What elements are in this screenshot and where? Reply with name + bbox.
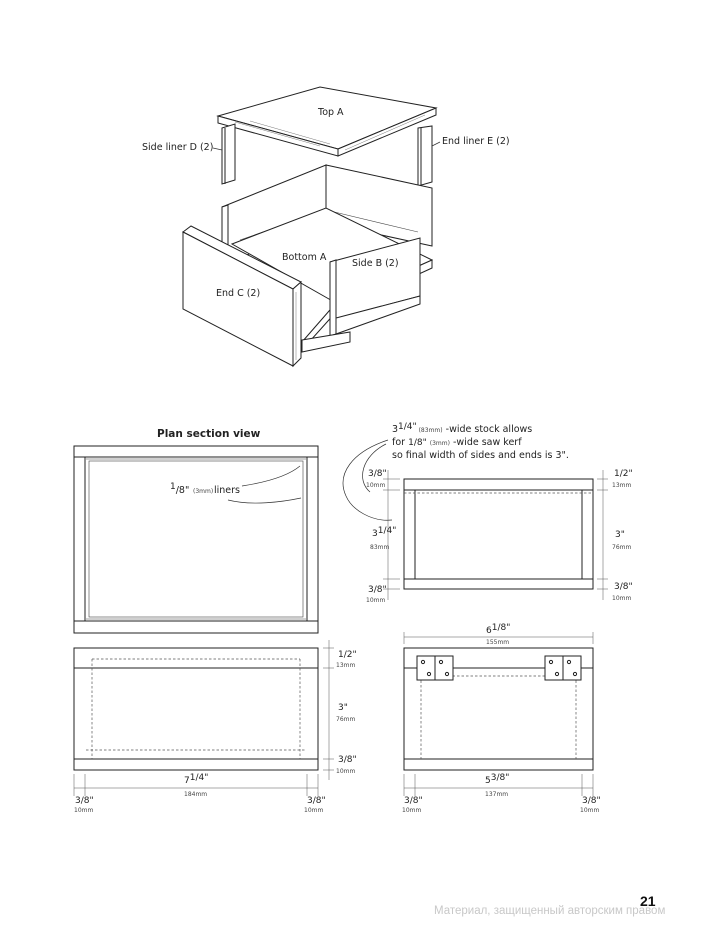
plan-section-title: Plan section view [157, 428, 261, 440]
svg-text:liners: liners [214, 485, 240, 496]
svg-text:10mm: 10mm [304, 807, 323, 814]
svg-text:3/8": 3/8" [614, 582, 633, 592]
bottom-front-edge [301, 331, 351, 353]
label-bottom-a: Bottom A [282, 252, 327, 263]
end-elevation-view [403, 647, 594, 771]
liners-arrow-top [241, 465, 301, 487]
label-side-b: Side B (2) [352, 258, 399, 269]
end-section-view [403, 478, 594, 590]
plan-liners-note: 1/8" (3mm) liners [170, 465, 302, 504]
end-elev-dims-top: 61/8" 155mm [403, 623, 594, 646]
end-liner-e [417, 125, 433, 187]
svg-text:3": 3" [338, 703, 348, 713]
label-top-a: Top A [317, 107, 344, 118]
end-liner-leader [431, 141, 441, 147]
svg-text:76mm: 76mm [336, 716, 355, 723]
svg-text:for 1/8" (3mm) -wide saw kerf: for 1/8" (3mm) -wide saw kerf [392, 437, 522, 448]
svg-text:1/8": 1/8" [170, 482, 189, 496]
svg-text:13mm: 13mm [336, 662, 355, 669]
svg-text:184mm: 184mm [184, 791, 207, 798]
label-end-c: End C (2) [216, 288, 260, 299]
svg-text:(3mm): (3mm) [193, 488, 213, 495]
plan-section-view [73, 445, 319, 634]
end-elev-dims-bottom: 53/8" 137mm 3/8" 10mm 3/8" 10mm [402, 773, 601, 814]
top-a-panel [216, 86, 438, 157]
svg-text:71/4": 71/4" [184, 773, 208, 786]
end-section-dims-left: 3/8" 10mm 31/4" 83mm 3/8" 10mm [366, 469, 400, 604]
label-end-liner-e: End liner E (2) [442, 136, 510, 147]
svg-text:10mm: 10mm [612, 595, 631, 602]
svg-text:3/8": 3/8" [582, 796, 601, 806]
svg-text:31/4" (83mm) -wide stock allow: 31/4" (83mm) -wide stock allows [392, 422, 532, 435]
side-elev-dims-bottom: 71/4" 184mm 3/8" 10mm 3/8" 10mm [73, 773, 326, 814]
note-leader-arrow-2 [362, 443, 387, 493]
svg-text:10mm: 10mm [366, 597, 385, 604]
svg-text:10mm: 10mm [336, 768, 355, 775]
svg-text:3/8": 3/8" [75, 796, 94, 806]
svg-text:31/4": 31/4" [372, 526, 396, 539]
note-leader-arrow [342, 439, 393, 521]
hinge-right-icon [544, 655, 582, 681]
side-b-panel [329, 237, 421, 337]
svg-text:1/2": 1/2" [614, 469, 633, 479]
page-number: 21 [640, 893, 656, 909]
svg-text:1/2": 1/2" [338, 650, 357, 660]
end-c-panel [182, 225, 302, 368]
svg-text:53/8": 53/8" [485, 773, 509, 786]
svg-text:10mm: 10mm [580, 807, 599, 814]
side-elevation-view [73, 647, 319, 771]
svg-text:155mm: 155mm [486, 639, 509, 646]
svg-text:76mm: 76mm [612, 544, 631, 551]
hinge-left-icon [416, 655, 454, 681]
svg-text:83mm: 83mm [370, 544, 389, 551]
svg-text:10mm: 10mm [366, 482, 385, 489]
exploded-view: Top A Side liner D (2) End liner E (2) [142, 86, 510, 368]
svg-text:3/8": 3/8" [338, 755, 357, 765]
copyright-watermark: Материал, защищенный авторским правом [434, 905, 666, 917]
svg-text:3": 3" [615, 530, 625, 540]
kerf-note: 31/4" (83mm) -wide stock allows for 1/8"… [342, 422, 569, 521]
liners-arrow-side [227, 497, 302, 504]
svg-text:3/8": 3/8" [404, 796, 423, 806]
label-side-liner-d: Side liner D (2) [142, 142, 213, 153]
svg-text:3/8": 3/8" [368, 469, 387, 479]
svg-text:so final width of sides and en: so final width of sides and ends is 3". [392, 450, 569, 461]
svg-text:13mm: 13mm [612, 482, 631, 489]
end-section-dims-right: 1/2" 13mm 3" 76mm 3/8" 10mm [597, 469, 633, 602]
svg-text:3/8": 3/8" [307, 796, 326, 806]
svg-text:3/8": 3/8" [368, 585, 387, 595]
svg-text:10mm: 10mm [74, 807, 93, 814]
side-liner-d [221, 123, 236, 185]
svg-text:61/8": 61/8" [486, 623, 510, 636]
svg-text:137mm: 137mm [485, 791, 508, 798]
svg-text:10mm: 10mm [402, 807, 421, 814]
side-elev-dims-right: 1/2" 13mm 3" 76mm 3/8" 10mm [323, 640, 357, 780]
side-liner-leader [212, 147, 223, 151]
